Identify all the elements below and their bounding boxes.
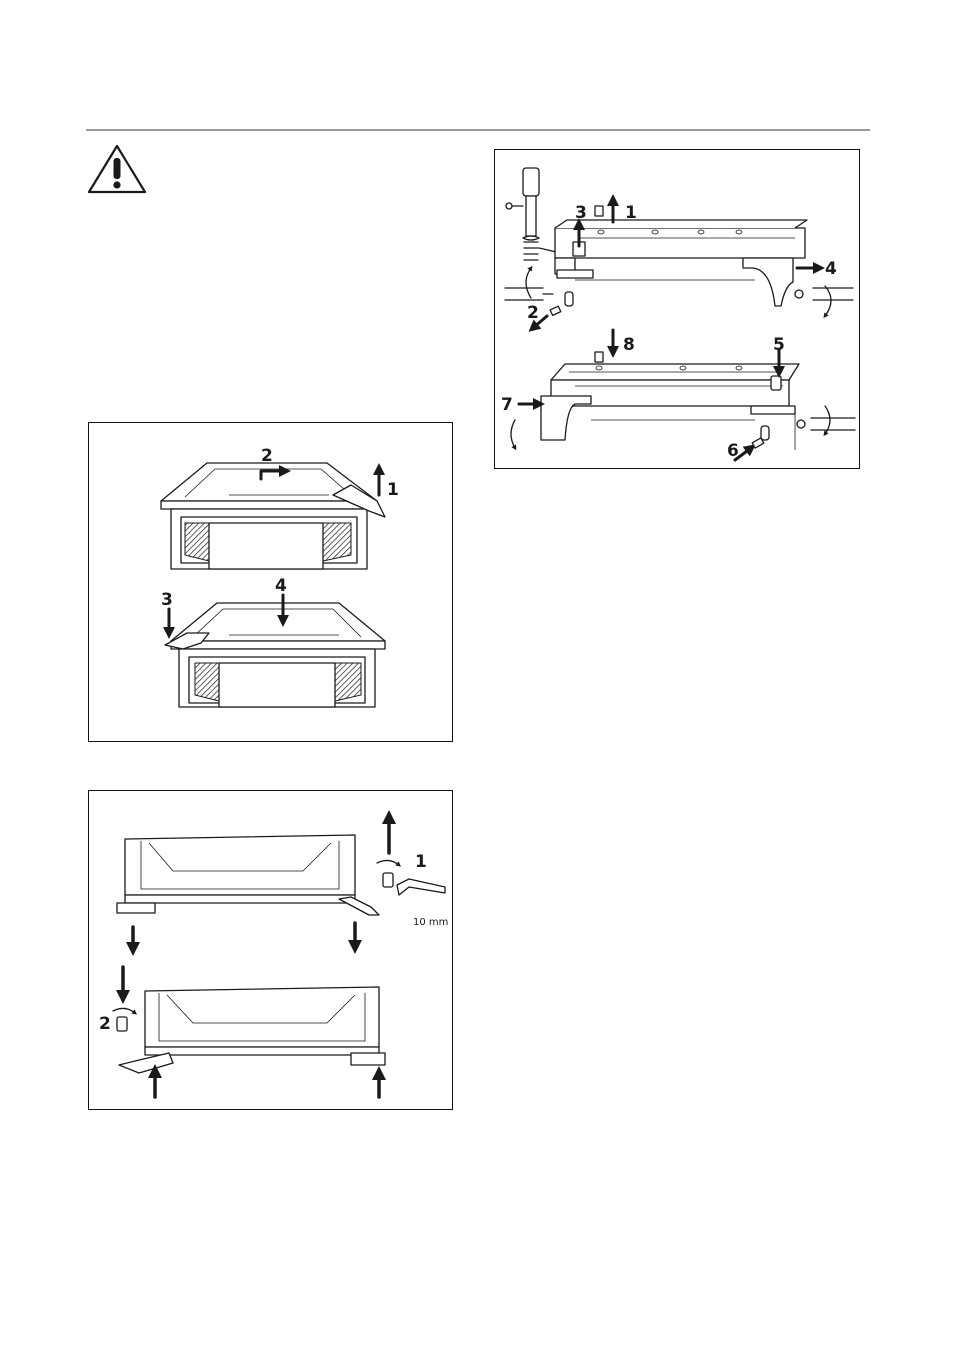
- lower-hinge-bracket: [541, 364, 799, 450]
- step-label-3: 3: [575, 203, 587, 223]
- lower-base-unit: [119, 987, 385, 1073]
- warning-triangle-icon: [86, 143, 148, 195]
- door-step-label-1: 1: [387, 480, 399, 500]
- hinge-diagram: 3 1 4 2 8 5 7 6: [495, 150, 861, 470]
- figure-feet-adjustment: 1 2 10 mm: [88, 790, 453, 1110]
- feet-step-label-1: 1: [415, 852, 427, 872]
- step-label-6: 6: [727, 441, 739, 461]
- feet-diagram: 1 2 10 mm: [89, 791, 454, 1111]
- upper-base-unit: [117, 835, 379, 915]
- figure-door-lift: 1 2 3 4: [88, 422, 453, 742]
- door-step-label-4: 4: [275, 576, 287, 596]
- step-label-4: 4: [825, 259, 837, 279]
- door-step-label-3: 3: [161, 590, 173, 610]
- step-label-2: 2: [527, 303, 539, 323]
- figure-hinge-removal: 3 1 4 2 8 5 7 6: [494, 149, 860, 469]
- feet-step-label-2: 2: [99, 1014, 111, 1034]
- step-label-7: 7: [501, 395, 513, 415]
- step-label-1: 1: [625, 203, 637, 223]
- step-label-5: 5: [773, 335, 785, 355]
- door-step-label-2: 2: [261, 446, 273, 466]
- wrench-size-label: 10 mm: [413, 917, 448, 928]
- door-diagram: 1 2 3 4: [89, 423, 454, 743]
- header-rule: [86, 129, 870, 131]
- step-label-8: 8: [623, 335, 635, 355]
- upper-door-unit: [161, 463, 385, 569]
- upper-hinge-bracket: [555, 220, 807, 306]
- lower-door-unit: [165, 603, 385, 707]
